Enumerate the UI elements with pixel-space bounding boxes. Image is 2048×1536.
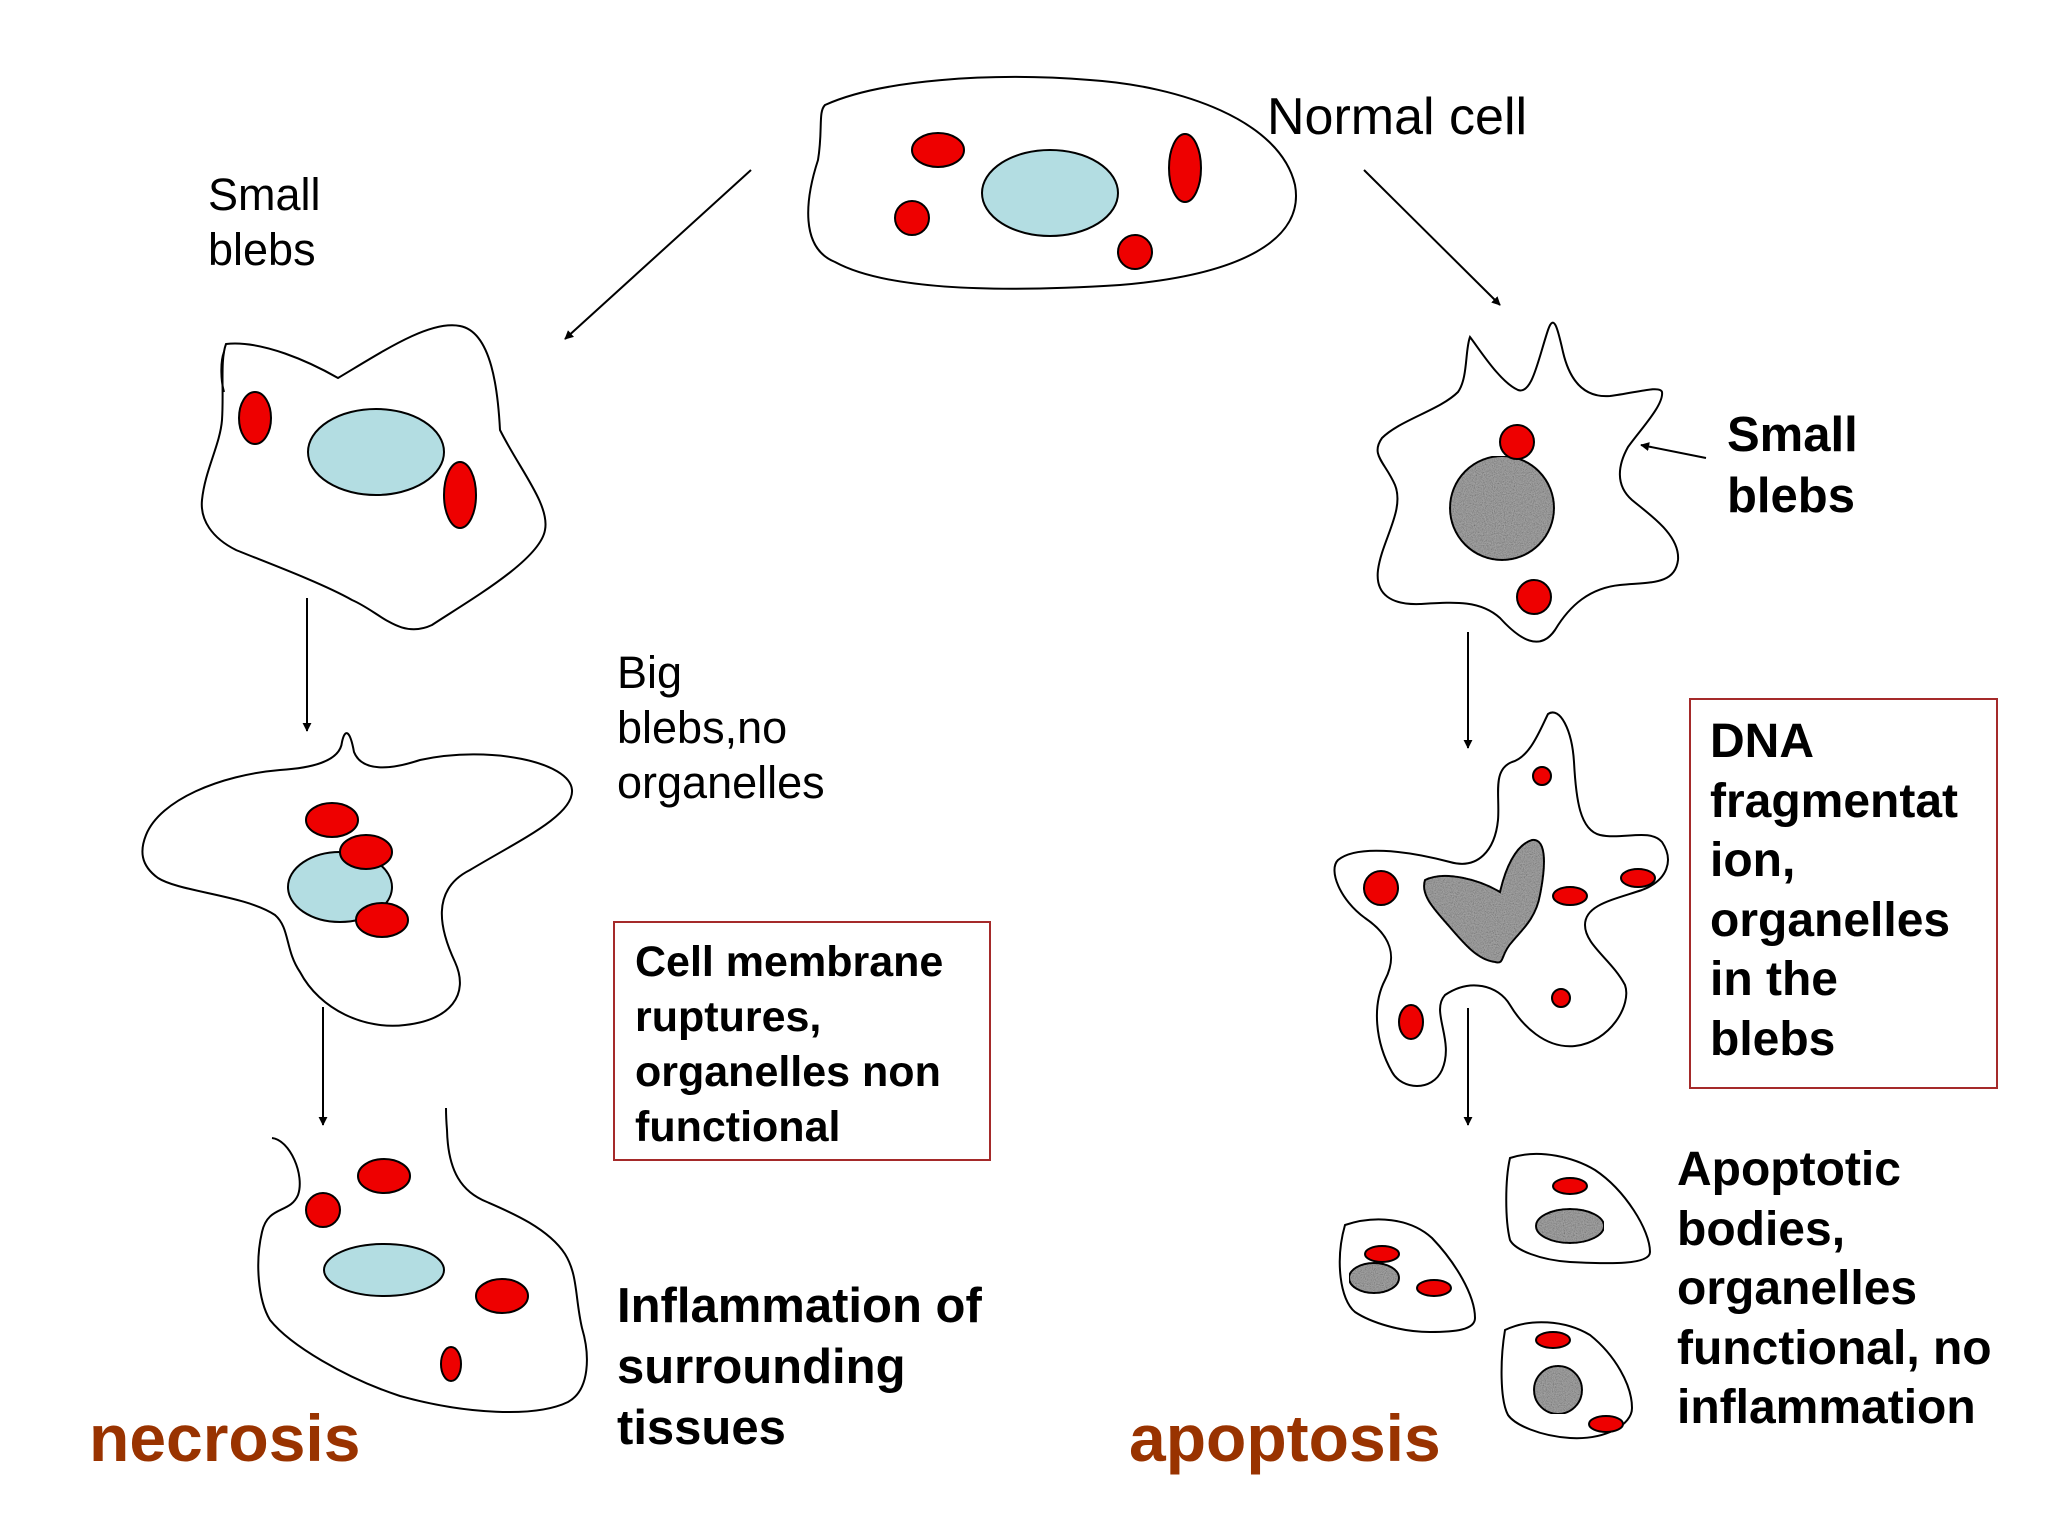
dna-fragmentation-box (1689, 698, 1998, 1089)
organelle (305, 1192, 341, 1228)
organelle (339, 834, 393, 870)
organelle (1168, 133, 1202, 203)
apoptotic-body-1-nucleus (1535, 1208, 1605, 1244)
apoptotic-body-2-nucleus (1348, 1262, 1400, 1294)
organelle (1532, 766, 1552, 786)
membrane-ruptures-box (613, 921, 991, 1161)
necrosis-small-blebs-label: Small blebs (208, 169, 321, 275)
organelle (1588, 1415, 1624, 1433)
organelle (1552, 1177, 1588, 1195)
organelle (894, 200, 930, 236)
organelle (1551, 988, 1571, 1008)
necrosis-stage1-nucleus (307, 408, 445, 496)
necrosis-title: necrosis (89, 1401, 361, 1475)
organelle (355, 902, 409, 938)
organelle (1499, 424, 1535, 460)
normal-cell-nucleus (981, 149, 1119, 237)
organelle (1364, 1245, 1400, 1263)
membrane-ruptures-label: Cell membrane ruptures, organelles non f… (635, 938, 944, 1152)
organelle (911, 132, 965, 168)
apoptotic-body-3-nucleus (1533, 1365, 1583, 1415)
organelle (1398, 1004, 1424, 1040)
organelle (1363, 870, 1399, 906)
inflammation-label: Inflammation of surrounding tissues (617, 1279, 982, 1455)
organelle (1117, 234, 1153, 270)
organelle (1535, 1331, 1571, 1349)
organelle (443, 461, 477, 529)
organelle (475, 1278, 529, 1314)
organelle (1552, 886, 1588, 906)
apoptosis-small-blebs-label: Small blebs (1727, 408, 1858, 523)
arrow-normal-to-apoptosis (1363, 169, 1501, 306)
big-blebs-label: Big blebs,no organelles (617, 647, 825, 808)
apoptosis-stage1-condensed-nucleus (1449, 455, 1555, 561)
organelle (440, 1346, 462, 1382)
normal-cell-label: Normal cell (1267, 88, 1528, 146)
organelle (238, 391, 272, 445)
necrosis-stage3-nucleus (323, 1243, 445, 1297)
necrosis-small-bleb (220, 351, 225, 393)
organelle (305, 802, 359, 838)
apoptosis-stage2-fragmented-nucleus (1423, 839, 1545, 964)
organelle (1620, 868, 1656, 888)
apoptosis-title: apoptosis (1129, 1401, 1441, 1475)
organelle (357, 1158, 411, 1194)
dna-fragmentation-label: DNA fragmentat ion, organelles in the bl… (1710, 715, 1959, 1066)
organelle (1516, 579, 1552, 615)
arrow-normal-to-necrosis (564, 169, 752, 340)
apoptotic-bodies-label: Apoptotic bodies, organelles functional,… (1677, 1143, 1992, 1435)
arrow-small-blebs-pointer (1640, 442, 1707, 459)
organelle (1416, 1279, 1452, 1297)
